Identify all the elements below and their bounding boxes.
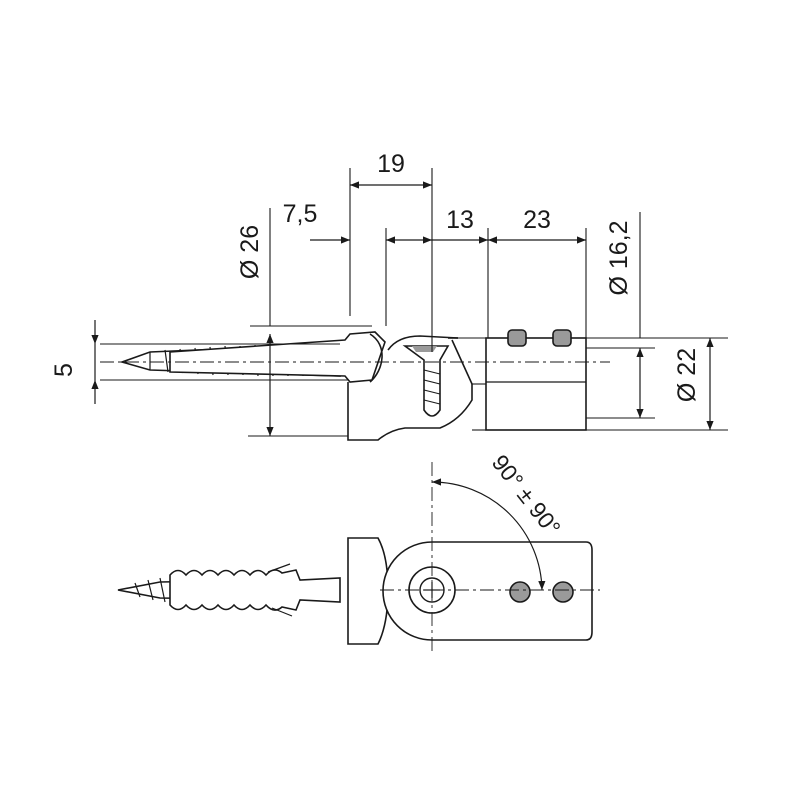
top-view bbox=[117, 462, 600, 654]
countersunk-screw-side bbox=[402, 345, 450, 417]
wood-screw-top bbox=[117, 563, 341, 617]
wall-plug-side bbox=[169, 331, 386, 383]
dimension-23: 23 bbox=[523, 206, 551, 234]
rotation-angle-arc bbox=[431, 478, 546, 591]
dimension-19: 19 bbox=[377, 150, 405, 178]
diameter-26: Ø 26 bbox=[236, 225, 264, 279]
bracket-flange-top bbox=[347, 537, 389, 645]
vertical-reference-lines bbox=[269, 168, 641, 352]
diameter-16-2: Ø 16,2 bbox=[605, 220, 633, 295]
dimension-lines bbox=[91, 181, 714, 436]
rotation-angle-label: 90° ± 90° bbox=[487, 450, 566, 541]
extension-lines-side bbox=[100, 325, 728, 437]
side-view bbox=[91, 168, 728, 441]
dimension-7-5: 7,5 bbox=[283, 200, 318, 228]
dimension-13: 13 bbox=[446, 206, 474, 234]
bracket-arm-top bbox=[382, 541, 593, 641]
dimension-5: 5 bbox=[50, 363, 78, 377]
diameter-22: Ø 22 bbox=[673, 348, 701, 402]
cylinder-body-side bbox=[485, 329, 587, 431]
